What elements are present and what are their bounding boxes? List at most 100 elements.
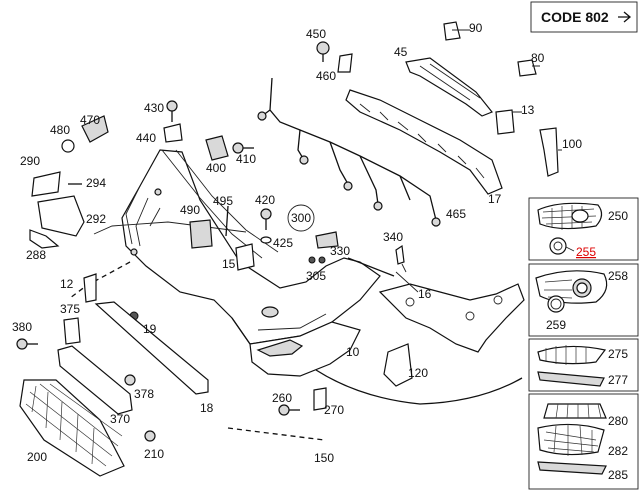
callout-labels: 450 460 90 45 80 13 100 17 465 430 470 4…	[12, 21, 628, 482]
impact-absorber-17	[345, 89, 503, 195]
callout-285: 285	[608, 468, 628, 482]
sensor-ring-480	[61, 139, 75, 153]
grille-200-mesh	[25, 383, 123, 467]
trim-ring-259	[547, 295, 565, 313]
bracket-45-ribs	[419, 63, 481, 101]
callout-255: 255	[576, 245, 596, 259]
bracket-495	[225, 205, 229, 237]
clip-305-2	[318, 256, 326, 264]
fog-grille-mesh	[541, 205, 597, 230]
callout-260: 260	[272, 391, 292, 405]
lower-grille-282-mesh	[543, 424, 599, 456]
callout-17: 17	[488, 192, 502, 206]
harness-plug-3	[343, 181, 353, 191]
mount-bracket-16	[378, 283, 525, 353]
callout-19: 19	[143, 322, 157, 336]
callout-400: 400	[206, 161, 226, 175]
module-490	[189, 219, 213, 249]
callout-12: 12	[60, 277, 74, 291]
harness-plug	[257, 111, 267, 121]
callout-330: 330	[330, 244, 350, 258]
trim-strip-277	[537, 371, 605, 387]
bracket-290	[31, 171, 61, 197]
bracket-270	[313, 387, 327, 411]
callout-270: 270	[324, 403, 344, 417]
callout-277: 277	[608, 373, 628, 387]
callout-465: 465	[446, 207, 466, 221]
arrow-right-icon	[618, 11, 632, 23]
clip-210	[144, 430, 156, 442]
variant-column	[528, 197, 639, 490]
bracket-100	[539, 127, 559, 177]
callout-290: 290	[20, 154, 40, 168]
grille-insert-275	[537, 345, 607, 365]
callout-259: 259	[546, 318, 566, 332]
grille-200	[19, 379, 125, 477]
callout-200: 200	[27, 450, 47, 464]
bumper-clip-hole-2	[130, 248, 138, 256]
sensor-470	[81, 115, 109, 143]
callout-250: 250	[608, 209, 628, 223]
bracket-80	[517, 59, 537, 77]
harness-plug-4	[373, 201, 383, 211]
screw-430	[166, 100, 178, 112]
bumper-clip-hole	[154, 188, 162, 196]
callout-425: 425	[273, 236, 293, 250]
callout-280: 280	[608, 414, 628, 428]
tow-cover-300	[315, 231, 339, 249]
callout-495: 495	[213, 194, 233, 208]
code-label: CODE 802	[541, 9, 609, 25]
variant-box-280	[528, 393, 639, 490]
bumper-lower-crease	[257, 313, 327, 331]
sensor-holder-400	[205, 135, 229, 161]
plate-370	[57, 345, 133, 415]
callout-282: 282	[608, 444, 628, 458]
bracket-288	[29, 229, 60, 249]
callout-258: 258	[608, 269, 628, 283]
callout-210: 210	[144, 447, 164, 461]
leader-255	[565, 246, 575, 252]
bracket-375	[63, 317, 81, 345]
bumper-park-sensor	[261, 306, 279, 318]
callout-300: 300	[291, 211, 311, 225]
bracket-12	[83, 273, 97, 303]
trim-ring-inner	[550, 298, 562, 310]
callout-150: 150	[314, 451, 334, 465]
strip-150	[227, 427, 325, 441]
fog-grille-ring	[571, 209, 589, 223]
harness-plug-2	[299, 155, 309, 165]
callout-10: 10	[346, 345, 360, 359]
callout-380: 380	[12, 320, 32, 334]
bumper-assembly	[69, 57, 525, 405]
callout-370: 370	[110, 412, 130, 426]
callout-378: 378	[134, 387, 154, 401]
callout-294: 294	[86, 176, 106, 190]
callout-450: 450	[306, 27, 326, 41]
fog-lamp-cap-255	[549, 237, 567, 255]
callout-18: 18	[200, 401, 214, 415]
code-box: CODE 802	[530, 1, 638, 33]
clip-305	[308, 256, 316, 264]
callout-490: 490	[180, 203, 200, 217]
bracket-16-hole	[405, 297, 415, 307]
bracket-90	[443, 21, 461, 41]
callout-292: 292	[86, 212, 106, 226]
callout-440: 440	[136, 131, 156, 145]
bracket-45	[405, 57, 493, 117]
screw-380	[16, 338, 28, 350]
bracket-120	[383, 343, 413, 387]
callout-410: 410	[236, 152, 256, 166]
callout-430: 430	[144, 101, 164, 115]
callout-90: 90	[469, 21, 483, 35]
screw-420	[260, 208, 272, 220]
callout-375: 375	[60, 302, 80, 316]
bracket-16-hole-3	[493, 295, 503, 305]
callout-16: 16	[418, 287, 432, 301]
strip-18	[94, 301, 209, 395]
variant-box-258	[528, 263, 639, 337]
bracket-292	[37, 195, 85, 237]
callout-100: 100	[562, 137, 582, 151]
bracket-13	[495, 109, 515, 135]
trim-strip-285	[537, 461, 607, 475]
callout-480: 480	[50, 123, 70, 137]
